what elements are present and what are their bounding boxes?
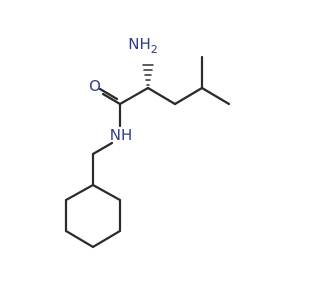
carbonyl-oxygen-label: O (89, 77, 101, 95)
bond-namide-ch2 (91, 141, 114, 156)
bond-calpha-ccarbonyl (118, 86, 150, 106)
structure-diagram: NH2 O NH (64, 35, 231, 249)
stereo-hashed-wedge (142, 64, 154, 86)
bond-ch-methyl-right (200, 86, 231, 106)
bond-layer (64, 55, 231, 249)
bond-calpha-ch2-sidechain (146, 86, 177, 106)
cyclohexane-ring (64, 183, 122, 249)
bond-ch2-ch (173, 86, 204, 106)
bond-carbonyl-double-2 (98, 87, 119, 101)
amide-nitrogen-label: NH (110, 126, 133, 144)
amino-subscript: 2 (151, 43, 158, 56)
bond-carbonyl-double-1 (101, 92, 122, 106)
amino-group-label: NH2 (128, 35, 158, 56)
amino-main-text: NH (128, 35, 151, 53)
label-layer: NH2 O NH (89, 35, 158, 144)
